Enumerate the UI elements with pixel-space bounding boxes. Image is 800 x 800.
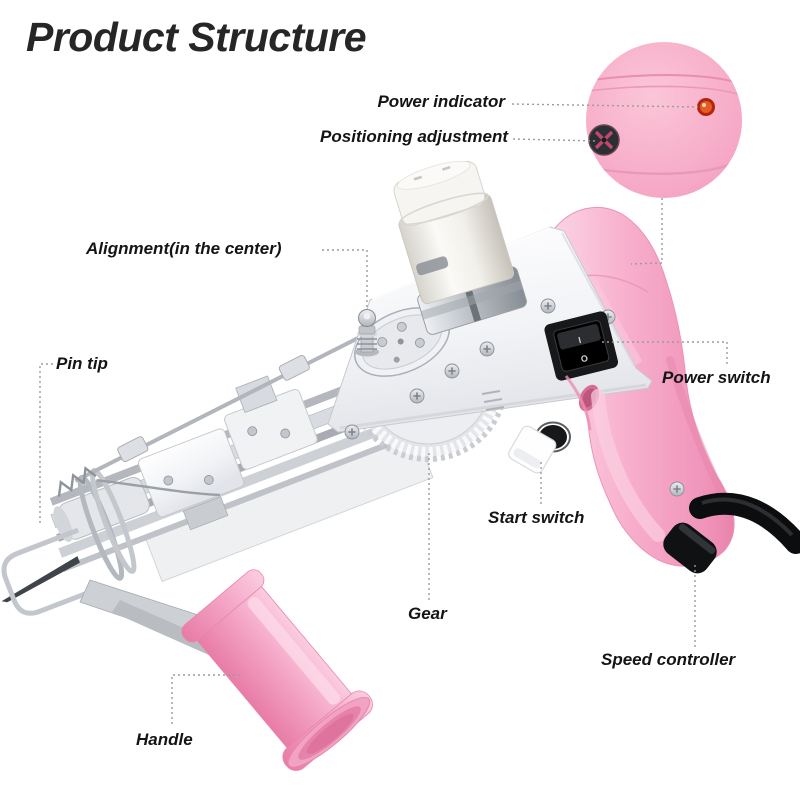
- pin-tip-needle: [1, 556, 80, 603]
- leader-power-indicator: [511, 103, 699, 108]
- page-title: Product Structure: [26, 14, 367, 60]
- switch-off-marking: O: [580, 353, 589, 364]
- grip-highlight: [591, 389, 665, 542]
- yarn-guide-loop: [1, 527, 91, 616]
- speed-controller-knob: [663, 522, 717, 574]
- leader-power-switch: [602, 341, 728, 366]
- label-speed-controller: Speed controller: [601, 650, 736, 669]
- spring-wire: [96, 479, 221, 497]
- leader-positioning-adjustment: [512, 138, 598, 142]
- label-handle: Handle: [136, 730, 193, 749]
- handle-grip-tube: [181, 569, 373, 771]
- coil-spring: [57, 466, 97, 497]
- led-indicator: [697, 98, 715, 116]
- label-alignment: Alignment(in the center): [86, 239, 282, 258]
- grip-screw: [669, 481, 685, 497]
- label-start-switch: Start switch: [488, 508, 585, 527]
- alignment-screw-assembly: [355, 309, 379, 357]
- detail-inset: [586, 42, 742, 198]
- label-positioning-adjustment: Positioning adjustment: [320, 127, 508, 146]
- switch-on-marking: I: [577, 335, 582, 345]
- inset-grooves: [587, 74, 742, 175]
- label-power-indicator: Power indicator: [377, 92, 505, 111]
- vent-ribs: [481, 390, 505, 411]
- leader-alignment: [322, 249, 368, 310]
- leader-inset: [630, 198, 663, 265]
- power-cord: [689, 492, 800, 554]
- start-switch-button: [508, 421, 571, 474]
- grip-shadow: [666, 356, 724, 494]
- label-gear: Gear: [408, 604, 447, 623]
- adjustment-screw: [588, 124, 620, 156]
- label-pin-tip: Pin tip: [56, 354, 108, 373]
- motor: [393, 160, 527, 335]
- leader-lines: [39, 103, 728, 727]
- threaded-top-rod: [74, 331, 368, 483]
- handle-highlight: [247, 596, 341, 705]
- power-switch-rocker: I O: [544, 311, 619, 381]
- label-power-switch: Power switch: [662, 368, 771, 387]
- leader-handle: [171, 674, 240, 727]
